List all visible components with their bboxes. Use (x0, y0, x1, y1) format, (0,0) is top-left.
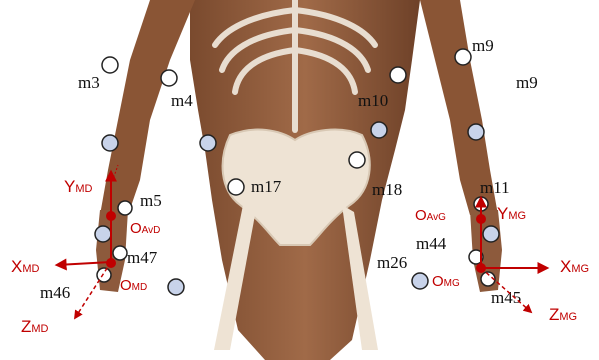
label-m47: m47 (127, 248, 158, 267)
origin-label-oavg: OAvG (415, 207, 446, 224)
axis-label-ymg: YMG (497, 204, 526, 223)
marker-m9 (455, 49, 471, 65)
label-m26: m26 (377, 253, 407, 272)
origin-label-omg: OMG (432, 273, 460, 290)
axis-label-zmg: ZMG (549, 305, 577, 324)
marker-m17 (228, 179, 244, 195)
label-m44: m44 (416, 234, 447, 253)
origin-label-omd: OMD (120, 277, 147, 294)
marker-right-wrist (95, 226, 111, 242)
label-m18: m18 (372, 180, 402, 199)
marker-m5 (118, 201, 132, 215)
marker-m10 (390, 67, 406, 83)
label-m17: m17 (251, 177, 282, 196)
label-m45: m45 (491, 288, 521, 307)
origin-avg-dot (476, 214, 486, 224)
marker-m18 (349, 152, 365, 168)
marker-left-upperarm (371, 122, 387, 138)
marker-left-wrist (483, 226, 499, 242)
origin-mg-dot (476, 263, 486, 273)
axis-label-ymd: YMD (64, 177, 93, 196)
body-silhouette (96, 0, 502, 360)
axis-label-xmd: XMD (11, 257, 40, 276)
label-m11: m11 (480, 178, 510, 197)
label-m46: m46 (40, 283, 70, 302)
origin-avd-dot (106, 211, 116, 221)
label-m9-a: m9 (472, 36, 494, 55)
marker-m47 (113, 246, 127, 260)
origin-label-oavd: OAvD (130, 220, 160, 237)
marker-right-upperarm (102, 135, 118, 151)
marker-right-finger (168, 279, 184, 295)
origin-md-dot (106, 258, 116, 268)
label-m10: m10 (358, 91, 388, 110)
marker-m3 (102, 57, 118, 73)
marker-m4 (161, 70, 177, 86)
label-m3: m3 (78, 73, 100, 92)
marker-left-elbow (468, 124, 484, 140)
marker-m26 (412, 273, 428, 289)
axis-label-xmg: XMG (560, 257, 589, 276)
label-m5: m5 (140, 191, 162, 210)
label-m9-b: m9 (516, 73, 538, 92)
axis-label-zmd: ZMD (21, 317, 49, 336)
label-m4: m4 (171, 91, 193, 110)
marker-right-elbow (200, 135, 216, 151)
